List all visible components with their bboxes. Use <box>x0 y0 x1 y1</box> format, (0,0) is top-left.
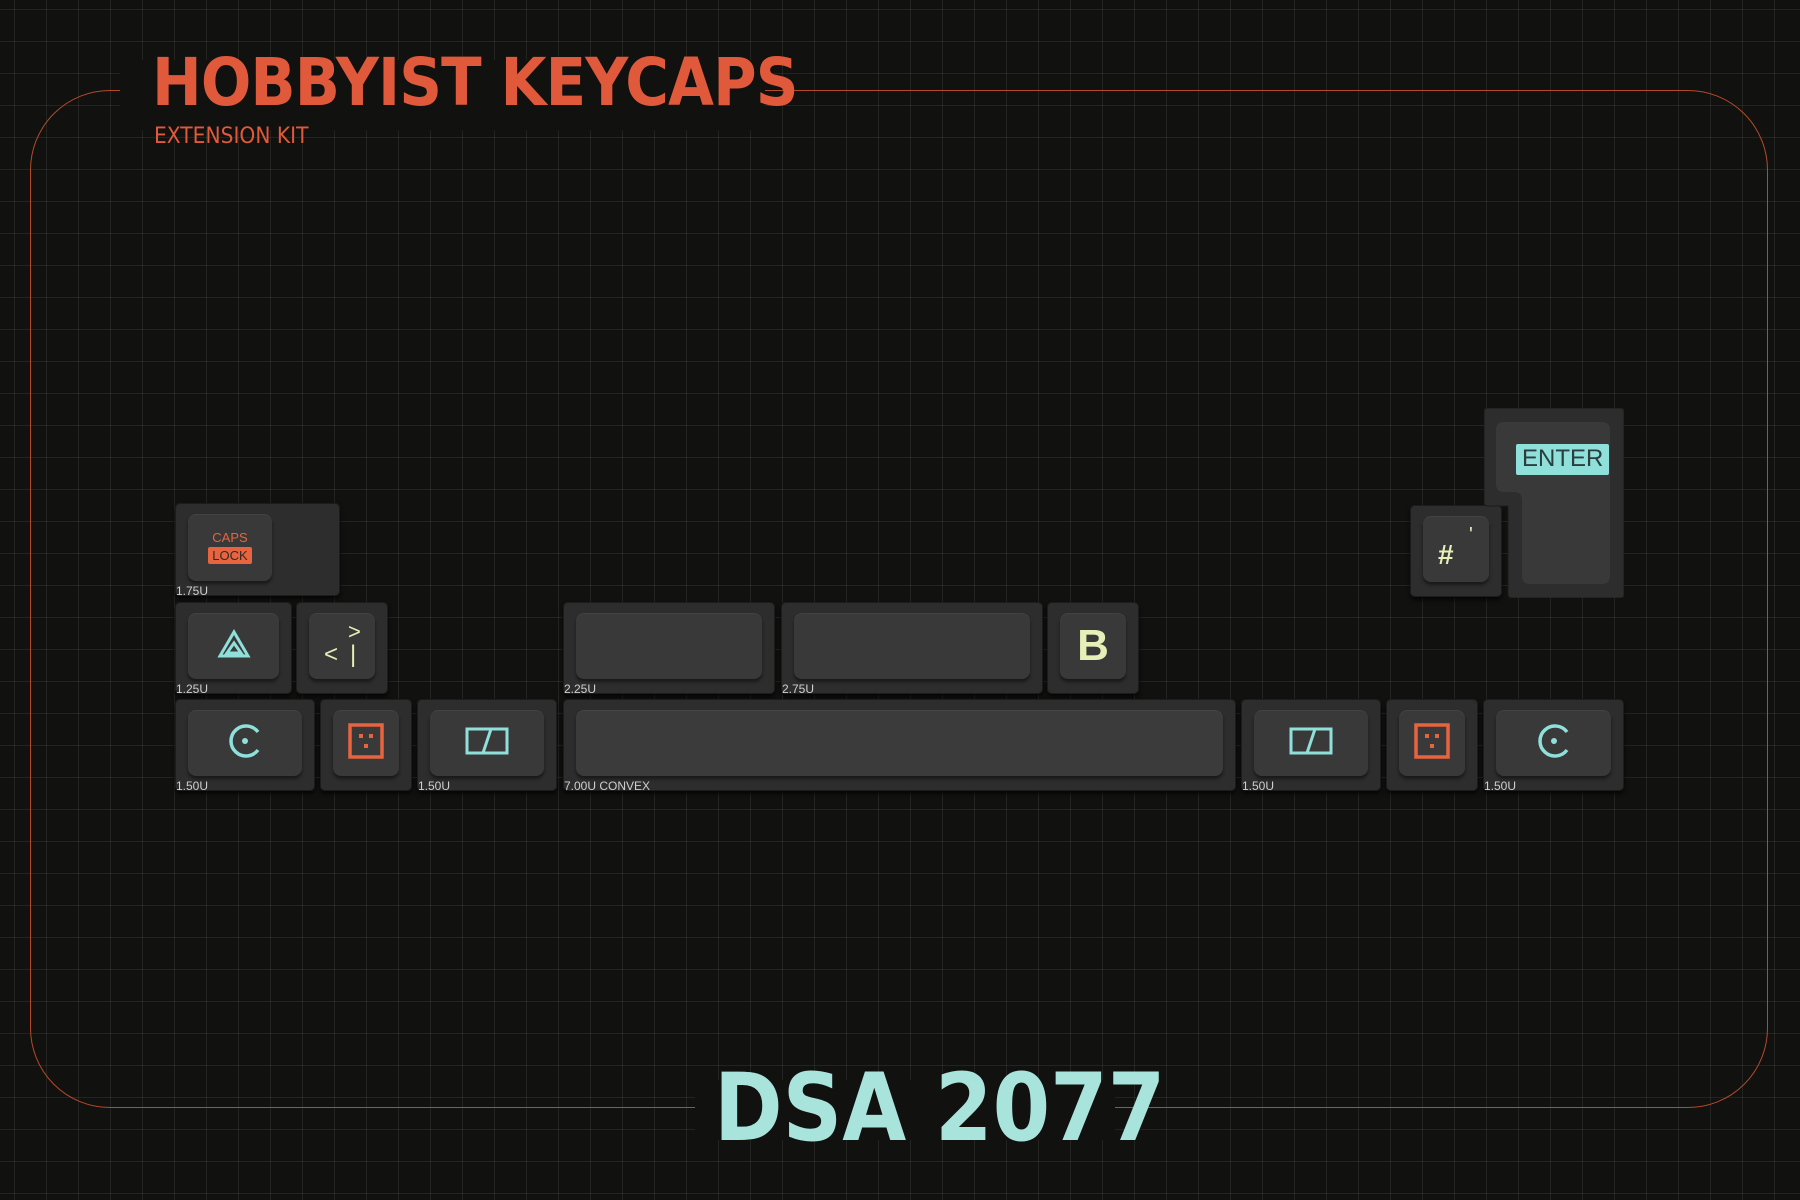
enter-legend: ENTER <box>1516 444 1610 475</box>
b-keytop: B <box>1060 613 1126 679</box>
slash-box-icon <box>1289 727 1333 759</box>
angle-bracket-key[interactable]: > < | <box>296 602 388 694</box>
base-legend: < <box>324 641 339 668</box>
caps-lock-key[interactable]: CAPS LOCK 1.75U <box>175 503 340 598</box>
size-label: 1.75U <box>176 584 209 598</box>
spacebar-keytop <box>576 710 1223 776</box>
caps-lock-keytop: CAPS LOCK <box>188 514 272 581</box>
circle-right-keytop <box>1496 710 1611 776</box>
size-label: 2.75U <box>782 682 815 696</box>
blank-275-key[interactable]: 2.75U <box>781 602 1043 696</box>
product-name: DSA 2077 <box>714 1054 1166 1163</box>
circle-left-key[interactable]: 1.50U <box>175 699 315 793</box>
b-key[interactable]: B <box>1047 602 1139 694</box>
dots-left-keytop <box>333 710 399 776</box>
size-label: 1.25U <box>176 682 209 696</box>
brand-title: HOBBYIST KEYCAPS <box>152 44 798 121</box>
slash-right-keytop <box>1254 710 1368 776</box>
dots-right-keytop <box>1399 710 1465 776</box>
b-legend: B <box>1077 621 1109 670</box>
size-label: 1.50U <box>1484 779 1517 793</box>
spacebar-key[interactable]: 7.00U CONVEX <box>563 699 1236 793</box>
size-label: 2.25U <box>564 682 597 696</box>
slash-left-keytop <box>430 710 544 776</box>
shift-legend: > <box>348 619 361 644</box>
brand-subtitle: EXTENSION KIT <box>154 124 309 149</box>
frame-gap-bottom <box>695 1080 1115 1140</box>
hash-keytop: # ' <box>1423 516 1489 582</box>
triangle-keytop <box>188 613 279 679</box>
frame-gap-top <box>120 60 765 130</box>
quote-legend: ' <box>1469 524 1473 546</box>
triangle-icon <box>216 629 251 663</box>
circle-left-keytop <box>188 710 302 776</box>
dice-dots-icon <box>1414 723 1450 763</box>
triangle-key[interactable]: 1.25U <box>175 602 292 696</box>
blank-225-keytop <box>576 613 762 679</box>
enter-key-body <box>1484 408 1624 598</box>
circle-c-icon <box>1535 722 1573 764</box>
caps-legend: CAPS <box>212 530 248 545</box>
size-label: 1.50U <box>176 779 209 793</box>
circle-right-key[interactable]: 1.50U <box>1483 699 1624 793</box>
dots-left-key[interactable] <box>320 699 412 791</box>
slash-box-icon <box>465 727 509 759</box>
pipe-legend: | <box>350 641 357 668</box>
hash-legend: # <box>1438 539 1454 570</box>
size-label: 7.00U CONVEX <box>564 779 651 793</box>
dice-dots-icon <box>348 723 384 763</box>
angle-bracket-legend: > < | <box>318 619 366 671</box>
slash-right-key[interactable]: 1.50U <box>1241 699 1381 793</box>
circle-c-icon <box>226 722 264 764</box>
hash-key[interactable]: # ' <box>1410 505 1502 597</box>
blank-225-key[interactable]: 2.25U <box>563 602 775 696</box>
size-label: 1.50U <box>418 779 451 793</box>
angle-bracket-keytop: > < | <box>309 613 375 679</box>
decorative-frame <box>30 90 1768 1108</box>
lock-legend: LOCK <box>208 547 252 564</box>
blank-275-keytop <box>794 613 1030 679</box>
enter-key[interactable]: ENTER <box>1484 408 1624 598</box>
dots-right-key[interactable] <box>1386 699 1478 791</box>
slash-left-key[interactable]: 1.50U <box>417 699 557 793</box>
size-label: 1.50U <box>1242 779 1275 793</box>
